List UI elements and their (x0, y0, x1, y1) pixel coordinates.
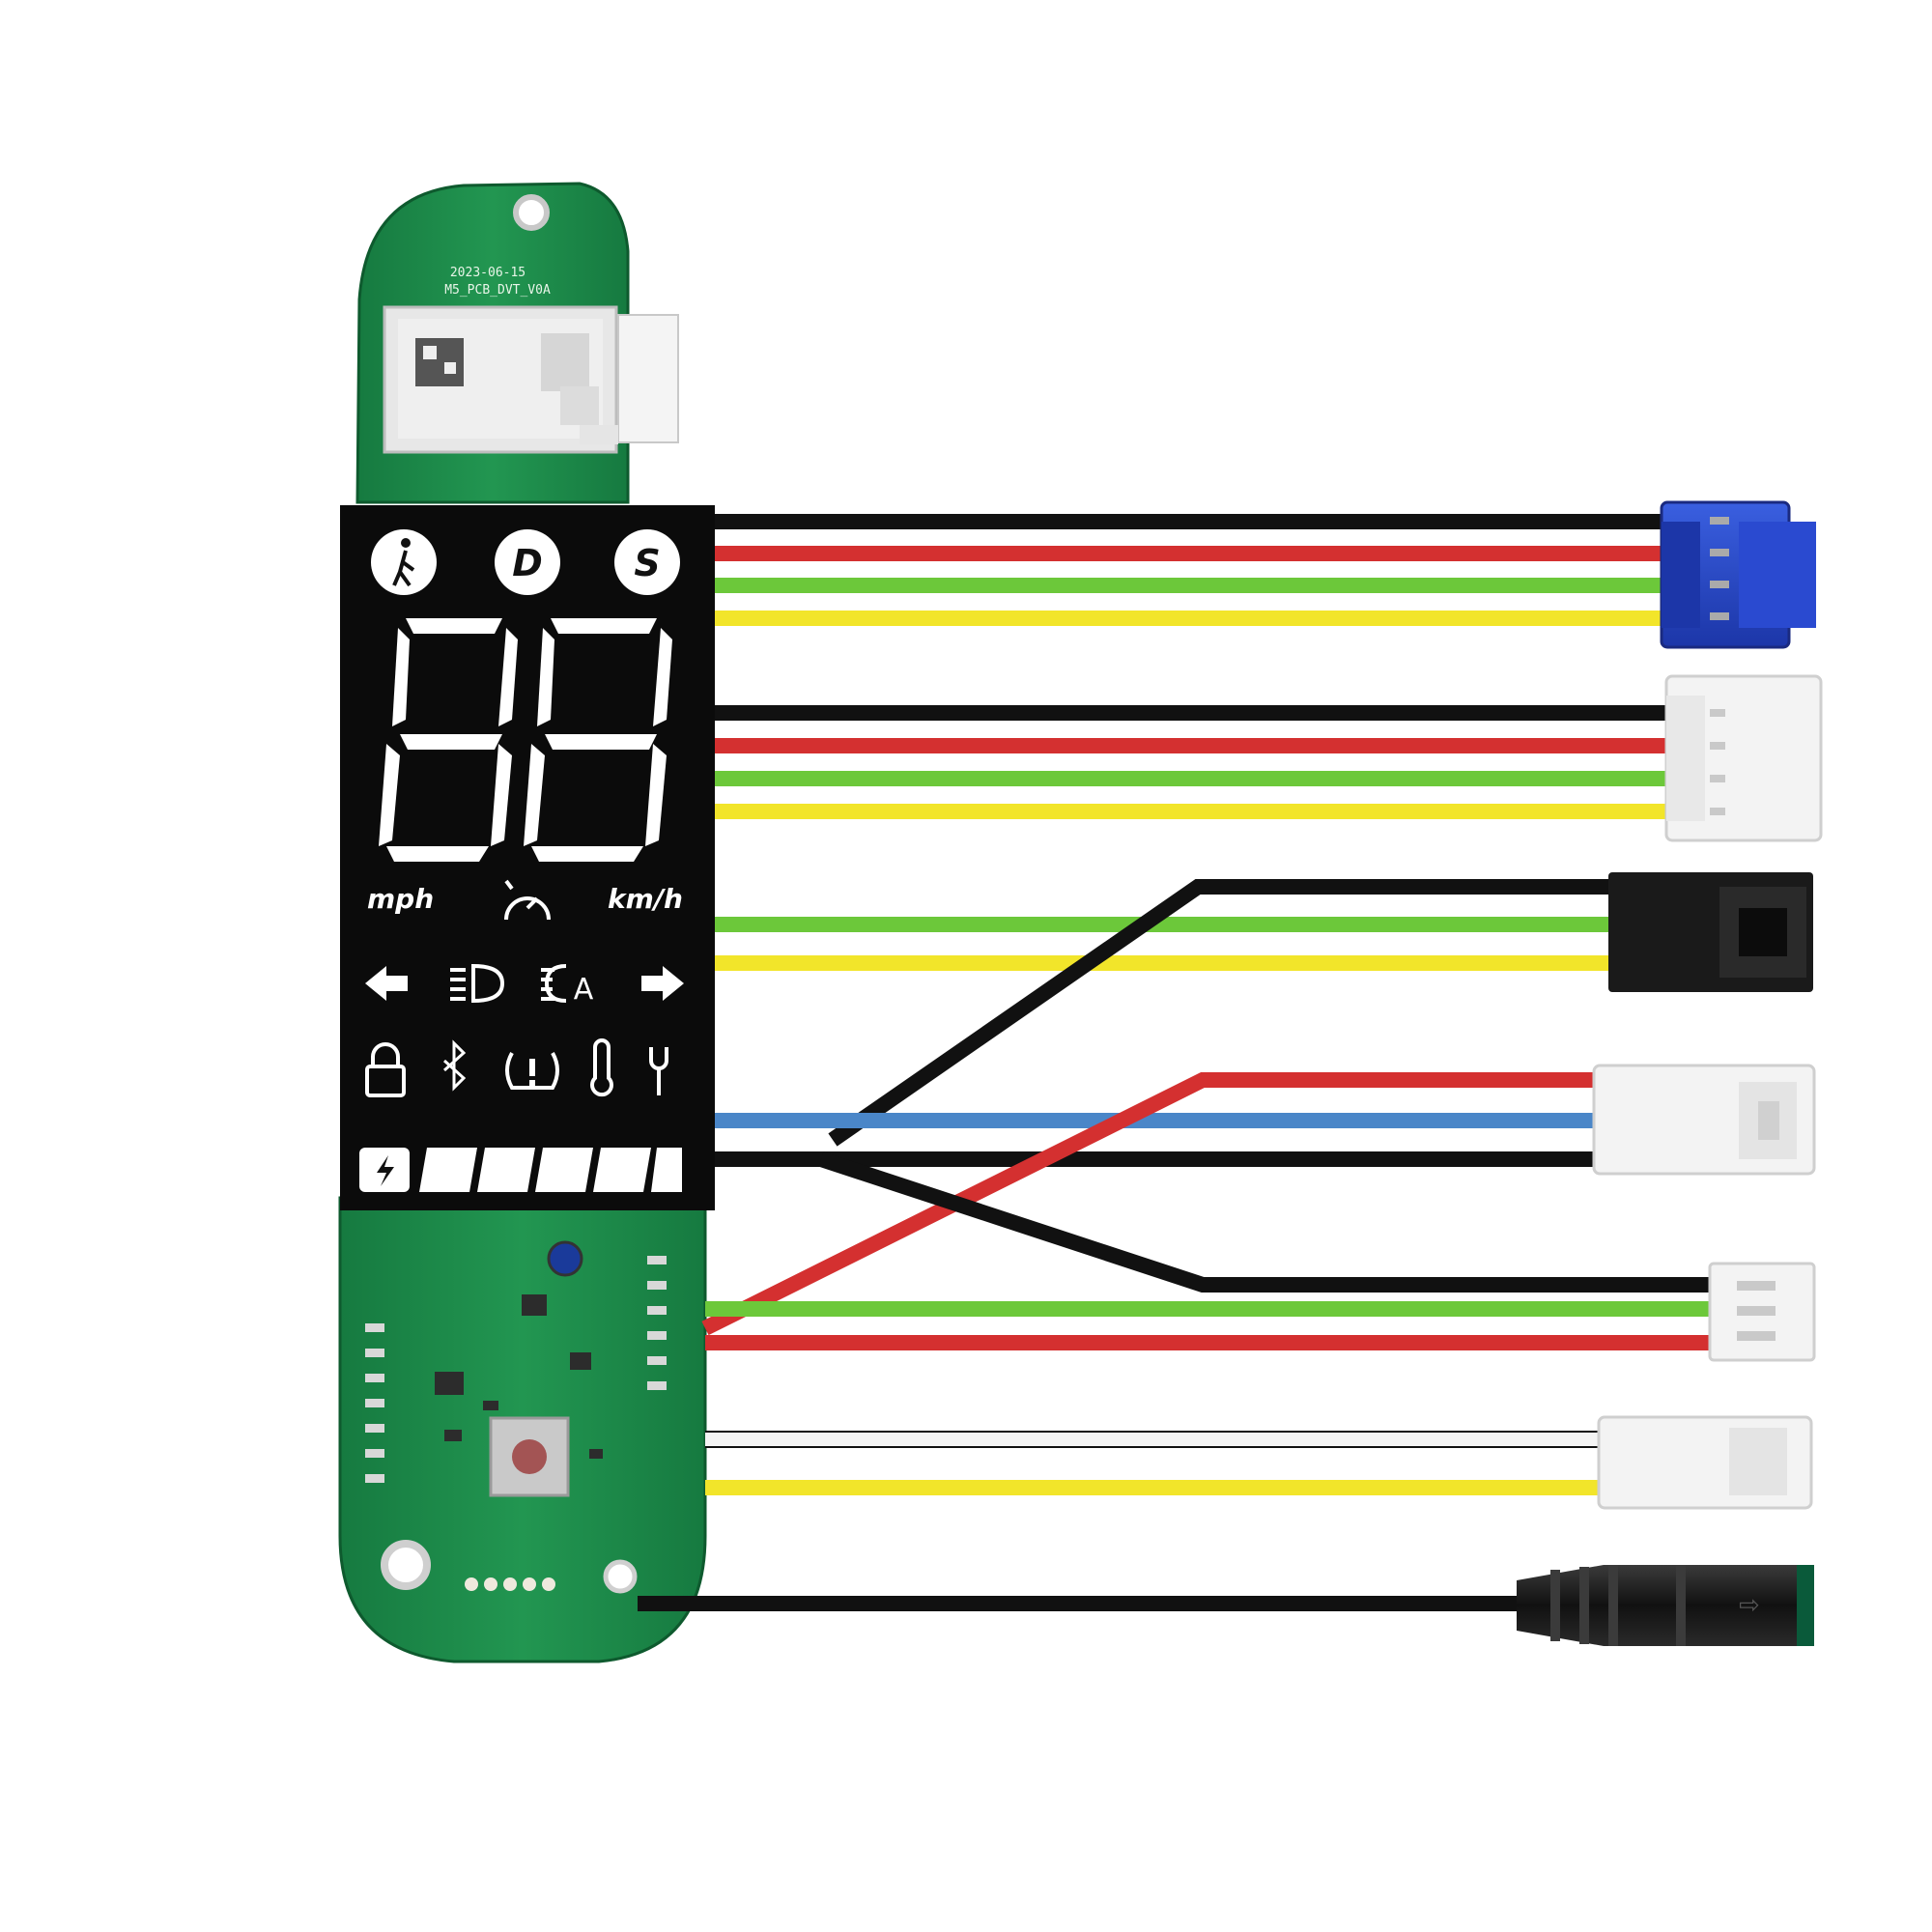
smd-components (435, 1294, 603, 1459)
wire-harness (638, 514, 1710, 1611)
mode-s-button: S (614, 529, 680, 595)
auto-light-letter: A (574, 973, 594, 1007)
walk-mode-icon (371, 529, 437, 595)
lock-icon (365, 1042, 406, 1097)
battery-segment-3 (535, 1148, 593, 1192)
battery-segment-1 (419, 1148, 477, 1192)
mode-d-label: D (512, 542, 543, 584)
board-connector-white (617, 314, 679, 443)
tactile-button (489, 1416, 570, 1497)
pcb-board: 2023-06-15 M5_PCB_DVT_V0A (338, 182, 707, 1663)
white-3-pin-connector (1708, 1262, 1816, 1362)
svg-text:⇨: ⇨ (1739, 1591, 1760, 1620)
mounting-hole-bottom-left (381, 1540, 431, 1590)
battery-segment-5 (651, 1148, 682, 1192)
speed-limit-icon (504, 879, 551, 921)
wire-black-5-diagonal (818, 1151, 1710, 1293)
battery-bar (359, 1148, 682, 1192)
wrench-icon (649, 1047, 668, 1095)
wire-red-4-diagonal (701, 1072, 1594, 1336)
unit-mph: mph (367, 883, 434, 915)
battery-segment-4 (593, 1148, 651, 1192)
mounting-hole-bottom-right (603, 1559, 638, 1594)
tire-pressure-icon (505, 1052, 559, 1090)
waterproof-round-connector: ⇨ (1517, 1565, 1814, 1646)
speed-digits (379, 618, 672, 862)
mounting-hole-top (513, 194, 550, 231)
white-2-pin-connector (1592, 1064, 1816, 1176)
qr-code (415, 338, 464, 386)
lcd-display: D S mph km/h (340, 505, 715, 1210)
white-2-pin-connector-small (1597, 1415, 1813, 1510)
pcb-date-label: 2023-06-15 (450, 266, 526, 280)
turn-left-icon (365, 966, 408, 1001)
white-4-pin-connector (1664, 674, 1823, 842)
pcb-model-label: M5_PCB_DVT_V0A (444, 283, 551, 298)
mode-d-button: D (495, 529, 560, 595)
temperature-icon (590, 1038, 613, 1097)
unit-kmh: km/h (608, 883, 683, 915)
wire-black-3-diagonal (828, 879, 1613, 1147)
blue-4-pin-connector (1660, 500, 1816, 649)
bottom-pads (465, 1577, 555, 1591)
black-3-pin-connector (1608, 872, 1813, 992)
bluetooth-icon (442, 1039, 467, 1092)
headlight-icon (450, 963, 505, 1004)
wireless-module (383, 305, 618, 454)
side-pads (365, 1256, 667, 1483)
led-blue (547, 1240, 583, 1277)
auto-headlight-icon: A (541, 964, 594, 1007)
battery-segment-2 (477, 1148, 535, 1192)
mode-s-label: S (634, 542, 660, 584)
turn-right-icon (641, 966, 684, 1001)
